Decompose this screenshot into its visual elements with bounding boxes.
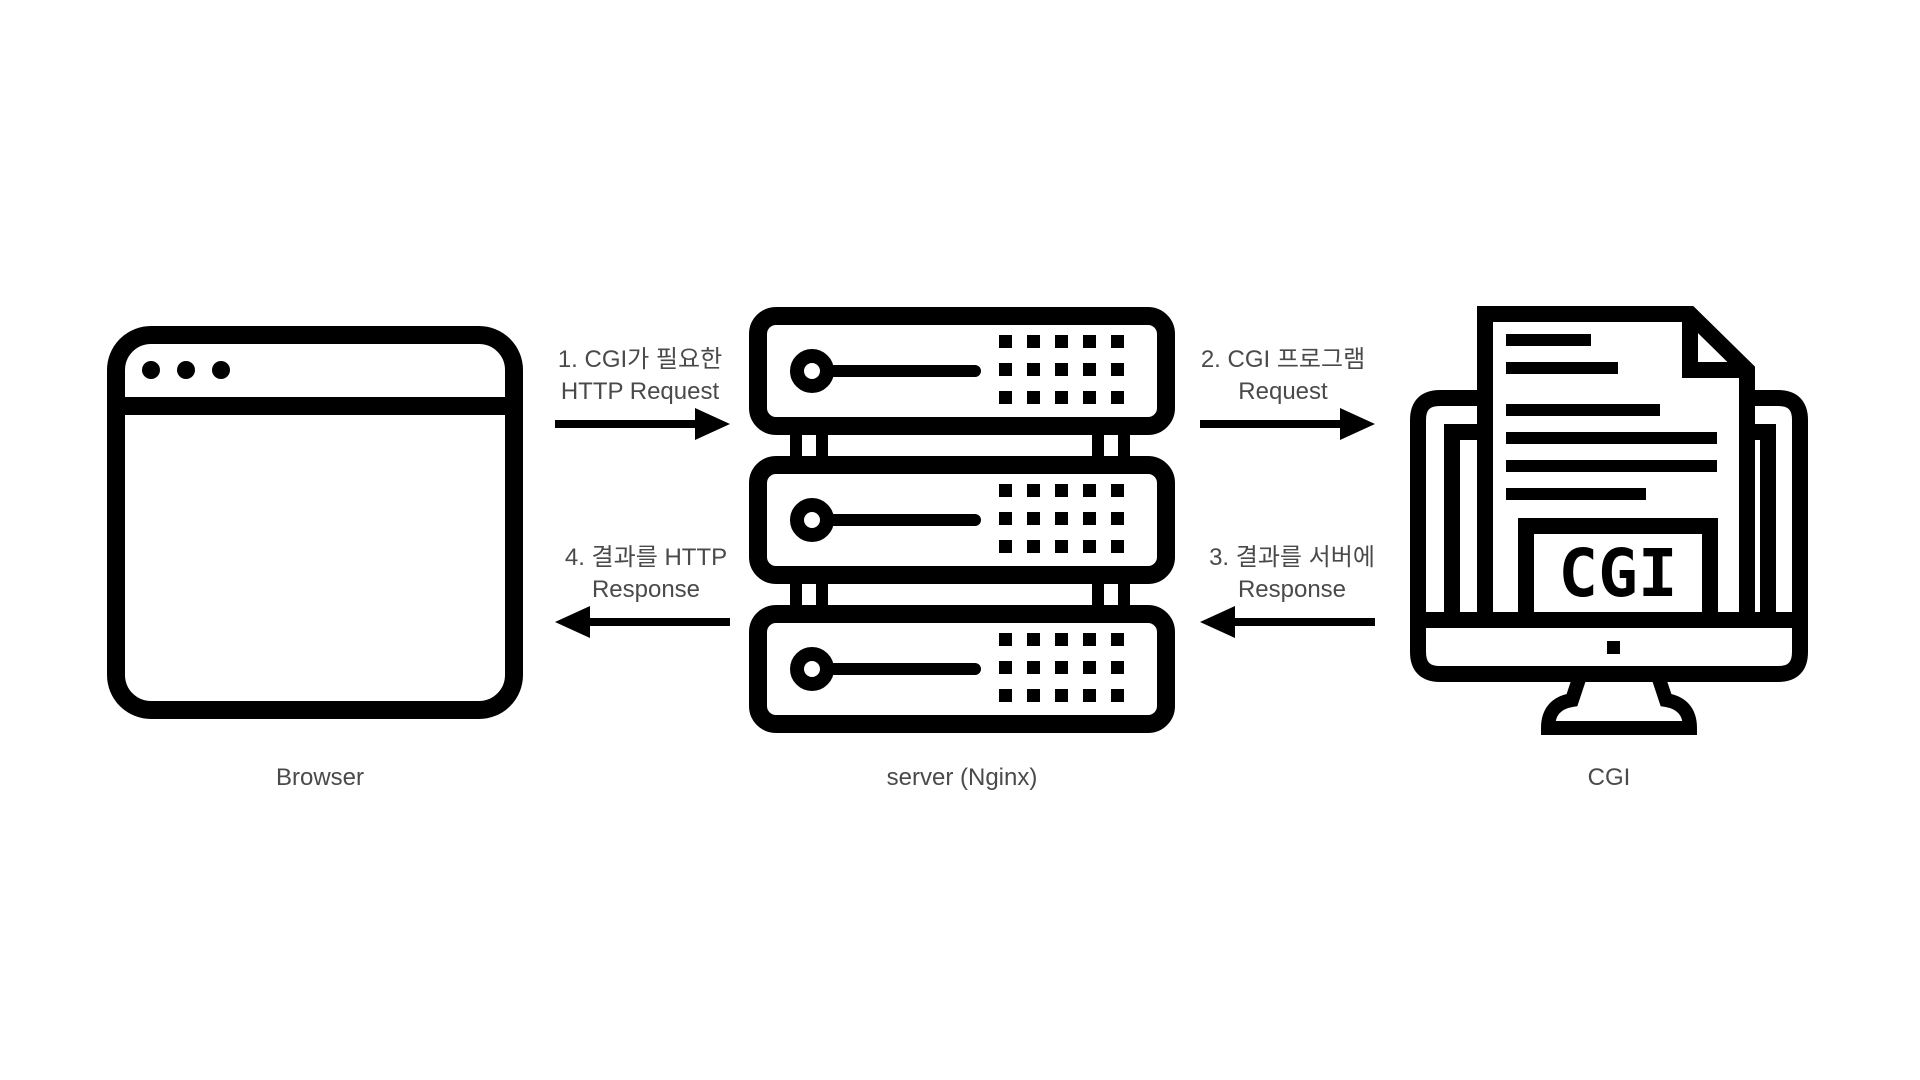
arrow-step3 [1200, 606, 1375, 638]
arrow-step1 [555, 408, 730, 440]
server-vent-square [1055, 661, 1068, 674]
server-vent-square [1055, 689, 1068, 702]
arrow-step4 [555, 606, 730, 638]
step1-label-line1: 1. CGI가 필요한 [557, 346, 723, 373]
server-vent-square [1111, 512, 1124, 525]
server-vent-square [1111, 689, 1124, 702]
browser-dots-icon [142, 361, 230, 379]
server-vent-grid [999, 335, 1124, 702]
server-vent-square [1083, 689, 1096, 702]
server-vent-square [999, 689, 1012, 702]
arrow-step2 [1200, 408, 1375, 440]
server-vent-square [1083, 540, 1096, 553]
server-rack-icon [749, 307, 1175, 733]
server-vent-square [1027, 689, 1040, 702]
step1-label: 1. CGI가 필요한 HTTP Request [520, 344, 760, 408]
step1-label-line2: HTTP Request [560, 378, 720, 405]
server-vent-square [999, 391, 1012, 404]
server-vent-square [1055, 633, 1068, 646]
server-vent-square [1083, 391, 1096, 404]
server-vent-square [999, 363, 1012, 376]
server-vent-square [1055, 391, 1068, 404]
server-unit-3 [749, 605, 1175, 733]
cgi-label: CGI [1587, 764, 1631, 791]
server-vent-square [1027, 512, 1040, 525]
browser-label: Browser [275, 764, 365, 791]
browser-window-icon [107, 326, 523, 719]
server-vent-square [1083, 661, 1096, 674]
step3-label-line2: Response [1237, 576, 1347, 603]
server-vent-square [1083, 335, 1096, 348]
server-vent-square [1055, 335, 1068, 348]
server-vent-square [1055, 363, 1068, 376]
server-vent-square [1111, 484, 1124, 497]
server-vent-square [999, 633, 1012, 646]
server-vent-square [1055, 540, 1068, 553]
step2-label-line2: Request [1238, 378, 1328, 405]
server-vent-square [1083, 484, 1096, 497]
server-vent-square [1111, 391, 1124, 404]
monitor-document-icon: CGI [1410, 306, 1808, 735]
server-vent-square [999, 484, 1012, 497]
cgi-screen-text: CGI [1558, 535, 1677, 612]
server-unit-2 [749, 456, 1175, 584]
server-vent-square [1027, 363, 1040, 376]
step4-label: 4. 결과를 HTTP Response [526, 542, 766, 606]
server-vent-square [1083, 633, 1096, 646]
server-vent-square [1027, 391, 1040, 404]
step3-label-line1: 3. 결과를 서버에 [1209, 544, 1375, 571]
server-vent-square [1111, 335, 1124, 348]
server-vent-square [1111, 661, 1124, 674]
server-vent-square [1027, 661, 1040, 674]
server-vent-square [1111, 363, 1124, 376]
step2-label-line1: 2. CGI 프로그램 [1200, 346, 1366, 373]
server-vent-square [1027, 484, 1040, 497]
step4-label-line2: Response [591, 576, 701, 603]
server-vent-square [1027, 633, 1040, 646]
server-vent-square [1027, 540, 1040, 553]
server-unit-1 [749, 307, 1175, 435]
server-vent-square [1083, 363, 1096, 376]
step3-label: 3. 결과를 서버에 Response [1172, 542, 1412, 606]
server-vent-square [1083, 512, 1096, 525]
server-vent-square [999, 661, 1012, 674]
server-vent-square [999, 335, 1012, 348]
server-vent-square [999, 512, 1012, 525]
server-label: server (Nginx) [886, 764, 1038, 791]
step4-label-line1: 4. 결과를 HTTP [564, 544, 728, 571]
server-vent-square [1027, 335, 1040, 348]
step2-label: 2. CGI 프로그램 Request [1163, 344, 1403, 408]
server-vent-square [1055, 512, 1068, 525]
server-vent-square [1111, 633, 1124, 646]
server-vent-square [1055, 484, 1068, 497]
server-vent-square [999, 540, 1012, 553]
server-vent-square [1111, 540, 1124, 553]
